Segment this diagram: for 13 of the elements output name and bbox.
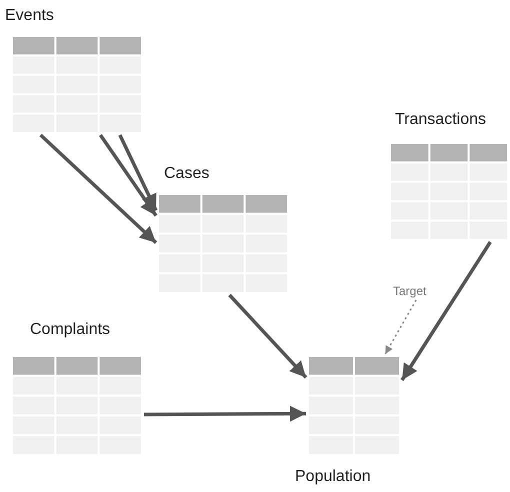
- arrow: [400, 241, 492, 382]
- arrow: [228, 294, 308, 379]
- dotted-arrow: [384, 300, 417, 354]
- table-title: Events: [5, 6, 54, 26]
- annotation-text: Target: [393, 284, 428, 298]
- arrow: [98, 134, 158, 217]
- arrow: [39, 134, 158, 244]
- table-title: Cases: [164, 164, 210, 184]
- arrow: [118, 134, 158, 212]
- table-title: Transactions: [395, 110, 486, 130]
- table-title: Complaints: [30, 320, 110, 340]
- table-title: Population: [295, 467, 371, 487]
- arrow: [144, 406, 306, 422]
